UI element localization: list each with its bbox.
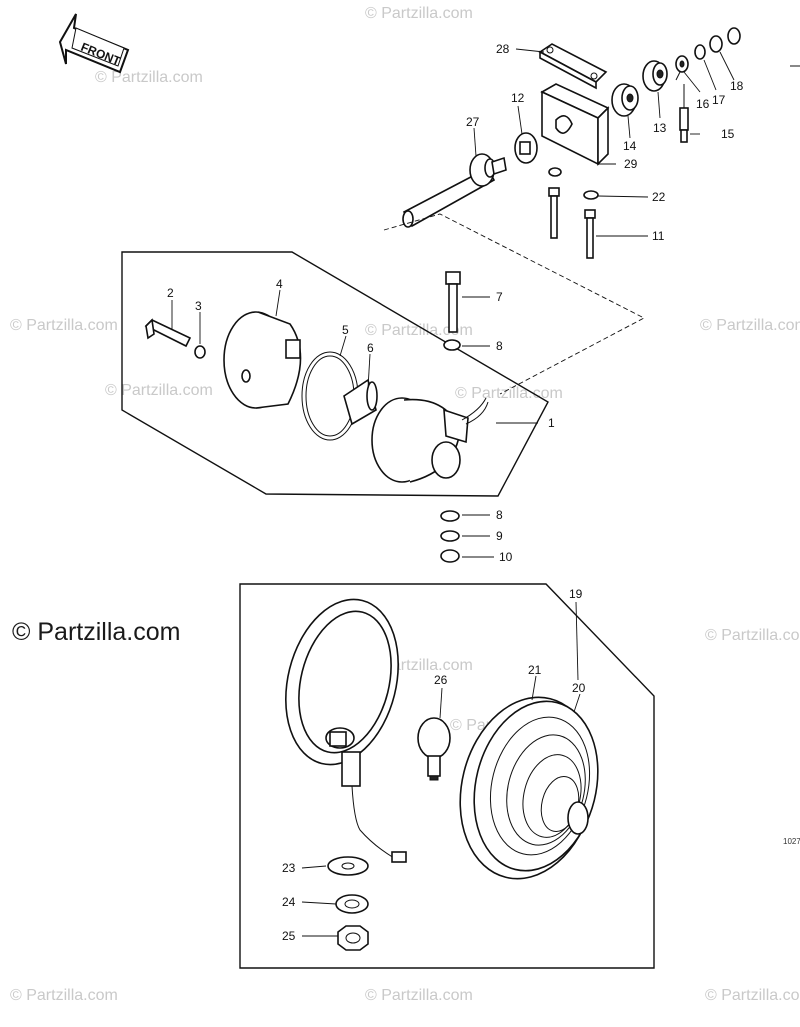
callout-label: 29	[624, 157, 638, 171]
flasher-base	[371, 397, 489, 483]
watermark: © Partzilla.com	[95, 69, 203, 86]
callout-label: 13	[653, 121, 667, 135]
housing	[223, 311, 302, 409]
watermark: © Partzilla.com	[700, 317, 800, 334]
wire-connector	[679, 84, 689, 143]
mounting-stem	[402, 153, 507, 228]
washer	[694, 44, 706, 60]
front-arrow-icon: FRONT	[58, 13, 130, 74]
callout-label: 26	[434, 673, 448, 687]
bolt	[548, 187, 560, 239]
washer	[583, 190, 599, 200]
ring-terminal	[675, 55, 689, 81]
watermark-group: © Partzilla.com © Partzilla.com © Partzi…	[10, 5, 800, 1004]
lock-washer	[440, 530, 460, 542]
callout-label: 1	[548, 416, 555, 430]
washer	[440, 510, 460, 522]
callout-label: 8	[496, 339, 503, 353]
assembly-frame-19	[239, 583, 655, 969]
callout-label: 27	[466, 115, 480, 129]
watermark: © Partzilla.com	[705, 627, 800, 644]
assembly-outline	[383, 213, 645, 395]
washer	[548, 167, 562, 177]
nut	[727, 27, 741, 45]
callout-labels: 1 2 3 4 5 6 7 8 8 9 10 11 12 13 14 15 16…	[167, 42, 744, 943]
washer	[194, 345, 206, 359]
callout-label: 6	[367, 341, 374, 355]
bulb-icon	[417, 717, 451, 781]
watermark: © Partzilla.com	[365, 5, 473, 22]
callout-label: 8	[496, 508, 503, 522]
damper-rubber	[514, 132, 538, 164]
callout-label: 22	[652, 190, 666, 204]
watermark: © Partzilla.com	[10, 987, 118, 1004]
figure-code: 1027	[783, 837, 800, 846]
bushing	[642, 60, 668, 92]
mounting-bracket	[540, 83, 610, 166]
callout-label: 11	[652, 229, 665, 243]
callout-label: 18	[730, 79, 744, 93]
watermark: © Partzilla.com	[10, 317, 118, 334]
watermark: © Partzilla.com	[365, 322, 473, 339]
watermark: © Partzilla.com	[365, 987, 473, 1004]
rubber-bushing	[611, 83, 639, 117]
lamp-shell	[285, 598, 407, 863]
lock-washer-hole	[344, 899, 360, 909]
callout-label: 17	[712, 93, 726, 107]
watermark-main: © Partzilla.com	[12, 618, 180, 646]
callout-label: 3	[195, 299, 202, 313]
bolt	[584, 209, 596, 259]
bolt	[445, 271, 461, 333]
callout-label: 12	[511, 91, 525, 105]
washer	[443, 339, 461, 351]
nut	[337, 925, 369, 951]
assembly-frame-1	[121, 251, 549, 497]
watermark: © Partzilla.com	[705, 987, 800, 1004]
callout-label: 19	[569, 587, 583, 601]
bolt	[144, 318, 192, 348]
callout-label: 16	[696, 97, 710, 111]
watermark: © Partzilla.com	[455, 385, 563, 402]
washer-hole	[341, 862, 355, 870]
callout-label: 2	[167, 286, 174, 300]
callout-label: 20	[572, 681, 586, 695]
callout-label: 25	[282, 929, 296, 943]
washer	[327, 856, 369, 876]
washer	[709, 35, 723, 53]
callout-label: 10	[499, 550, 513, 564]
callout-label: 24	[282, 895, 296, 909]
callout-label: 15	[721, 127, 735, 141]
callout-label: 21	[528, 663, 542, 677]
callout-label: 23	[282, 861, 296, 875]
mounting-plate	[538, 43, 608, 90]
lock-washer	[335, 894, 369, 914]
callout-label: 4	[276, 277, 283, 291]
watermark: © Partzilla.com	[105, 382, 213, 399]
nut	[440, 549, 460, 563]
callout-label: 14	[623, 139, 637, 153]
lamp-lens	[459, 696, 599, 880]
callout-label: 5	[342, 323, 349, 337]
leader-lines	[171, 48, 735, 937]
callout-label: 9	[496, 529, 503, 543]
callout-label: 7	[496, 290, 503, 304]
spacer	[343, 378, 378, 426]
callout-label: 28	[496, 42, 510, 56]
